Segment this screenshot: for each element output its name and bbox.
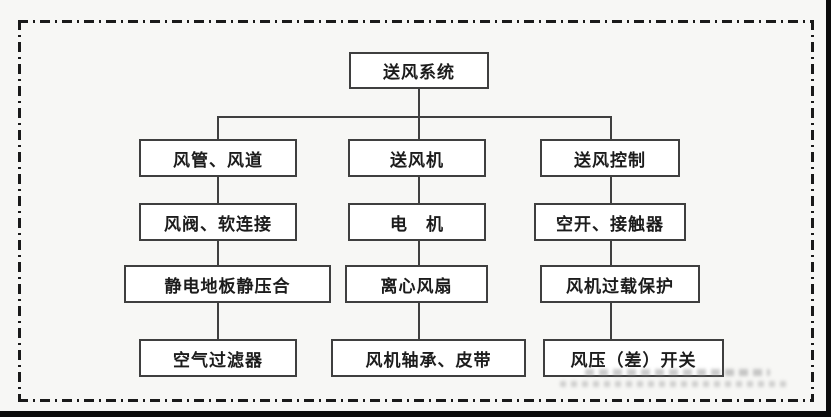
connector-branch-bar (217, 116, 611, 118)
connector-col3-2 (610, 241, 612, 265)
connector-col2-1 (418, 177, 420, 203)
connector-root-stem (418, 88, 420, 117)
frame-border-bottom (18, 399, 814, 402)
node-air-supply-system: 送风系统 (349, 52, 489, 89)
node-air-pipe-duct: 风管、风道 (139, 139, 297, 177)
connector-col3-1 (610, 177, 612, 203)
image-edge-right (826, 0, 831, 417)
node-motor: 电 机 (348, 203, 486, 241)
node-centrifugal-fan: 离心风扇 (345, 265, 488, 303)
frame-border-left (18, 20, 21, 402)
connector-branch3-drop (610, 116, 612, 139)
connector-col1-2 (217, 241, 219, 265)
connector-col1-1 (217, 177, 219, 203)
connector-branch2-drop (418, 116, 420, 139)
node-supply-fan: 送风机 (348, 139, 486, 177)
node-supply-air-control: 送风控制 (540, 139, 680, 177)
node-fan-overload-protection: 风机过载保护 (540, 265, 700, 303)
node-air-valve-soft-connection: 风阀、软连接 (139, 203, 297, 241)
node-antistatic-floor-plenum: 静电地板静压合 (124, 265, 331, 303)
watermark-smudge (560, 381, 790, 387)
node-fan-bearing-belt: 风机轴承、皮带 (331, 339, 526, 377)
connector-col2-3 (418, 303, 420, 339)
node-breaker-contactor: 空开、接触器 (534, 203, 686, 241)
node-air-filter: 空气过滤器 (139, 339, 297, 377)
connector-branch1-drop (217, 116, 219, 139)
image-edge-bottom (0, 411, 831, 417)
frame-border-top (18, 20, 814, 23)
connector-col3-3 (610, 303, 612, 339)
connector-col1-3 (217, 303, 219, 339)
connector-col2-2 (418, 241, 420, 265)
watermark-smudge (585, 369, 770, 376)
node-air-pressure-diff-switch: 风压（差）开关 (543, 339, 724, 377)
frame-border-right (811, 20, 814, 402)
